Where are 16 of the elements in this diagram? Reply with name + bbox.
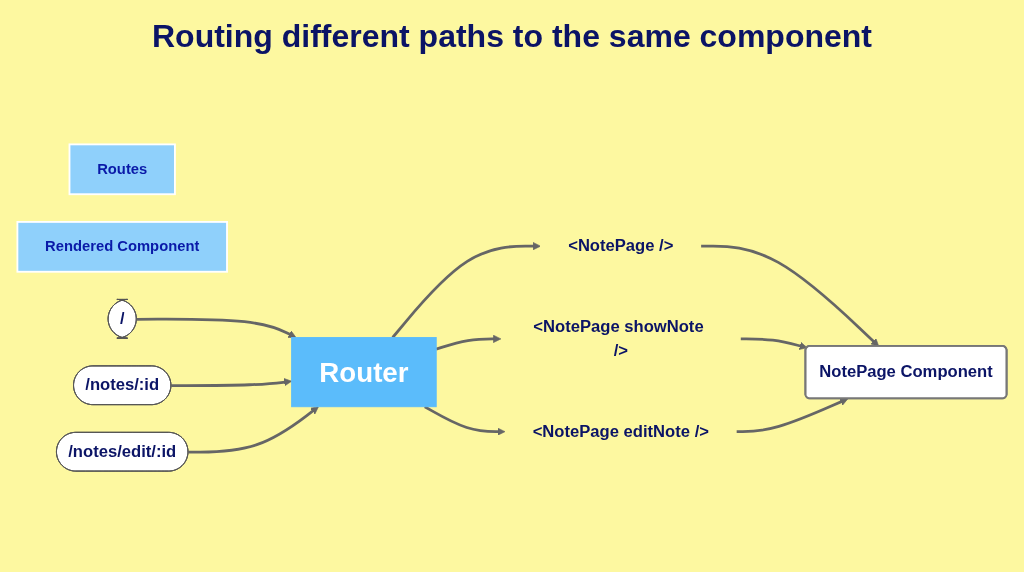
arrow <box>188 406 319 454</box>
node-box: Routes <box>68 143 176 196</box>
arrow <box>435 335 502 351</box>
node-text: <NotePage editNote /> <box>532 422 709 441</box>
arrow <box>424 405 506 436</box>
node-text: <NotePage /> <box>568 236 674 256</box>
diagram-title: Routing different paths to the same component <box>151 18 873 55</box>
arrow <box>736 398 849 434</box>
arrow <box>391 242 541 339</box>
node-box: Router <box>291 337 437 408</box>
node-text: <NotePage showNote /> <box>533 316 704 361</box>
arrow <box>740 337 808 351</box>
node-box: Rendered Component <box>16 221 228 273</box>
arrow <box>136 318 297 339</box>
arrow <box>701 245 880 347</box>
arrow <box>171 378 292 388</box>
